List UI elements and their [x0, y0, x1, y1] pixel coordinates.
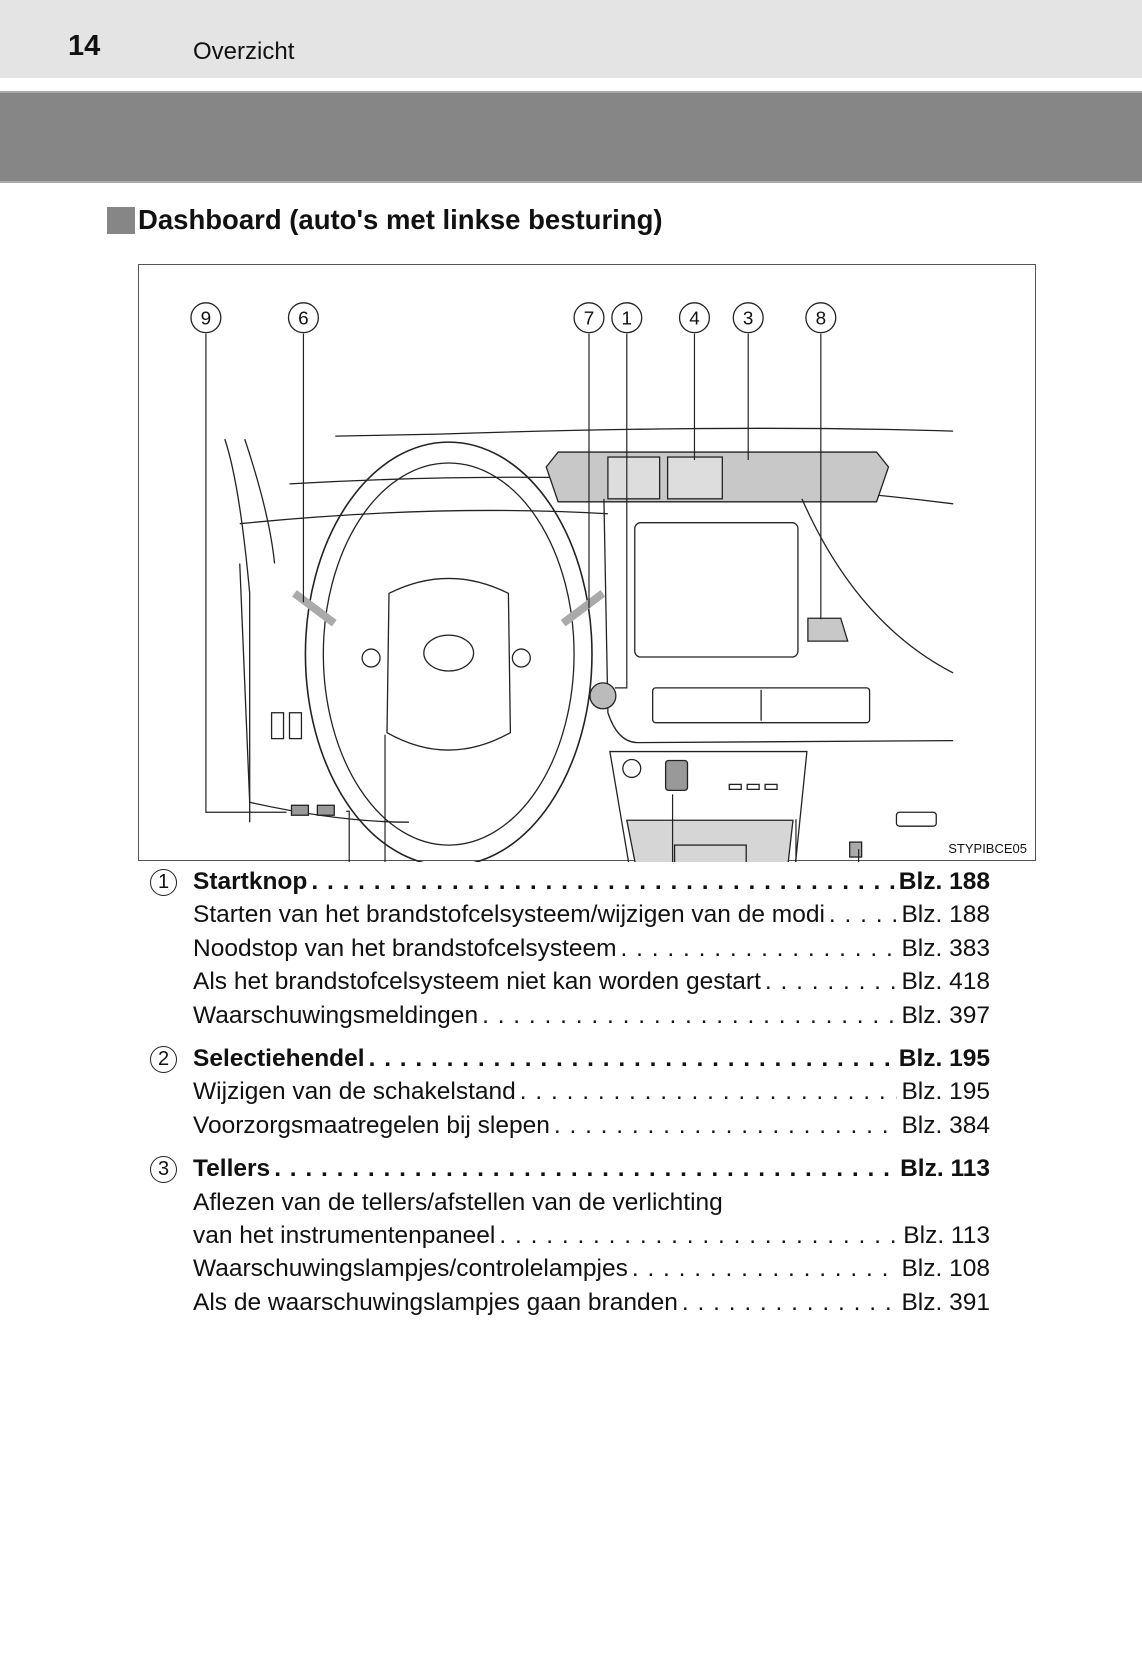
- entry-label: Aflezen van de tellers/afstellen van de …: [193, 1188, 723, 1216]
- page-reference[interactable]: Blz. 195: [898, 1044, 990, 1072]
- callout-circle: [805, 302, 837, 334]
- reference-entry: Starten van het brandstofcelsysteem/wijz…: [150, 898, 990, 931]
- dot-leader: [554, 1109, 898, 1142]
- entry-label: Wijzigen van de schakelstand: [193, 1078, 516, 1106]
- reference-entry-main: 1 Startknop Blz. 188: [150, 865, 990, 898]
- header-divider-band: [0, 91, 1142, 183]
- page-reference[interactable]: Blz. 397: [901, 1001, 990, 1029]
- entry-title: Tellers: [193, 1155, 271, 1183]
- reference-entry: Waarschuwingslampjes/controlelampjes Blz.…: [150, 1252, 990, 1285]
- entry-label: Waarschuwingsmeldingen: [193, 1001, 479, 1029]
- page-reference[interactable]: Blz. 391: [901, 1288, 990, 1316]
- reference-entry-main: 2 Selectiehendel Blz. 195: [150, 1042, 990, 1075]
- reference-entry: Aflezen van de tellers/afstellen van de …: [150, 1186, 990, 1219]
- callout-number: 3: [743, 309, 754, 330]
- reference-entry: van het instrumentenpaneel Blz. 113: [150, 1219, 990, 1252]
- leader-lines: [205, 333, 860, 862]
- section-title: Overzicht: [193, 38, 295, 65]
- callout-number: 7: [584, 309, 595, 330]
- dot-leader: [621, 932, 898, 965]
- reference-entry: Noodstop van het brandstofcelsysteem Blz.…: [150, 932, 990, 965]
- item-number-badge: 1: [150, 869, 177, 896]
- callout-circle: [287, 302, 320, 334]
- entry-label: Starten van het brandstofcelsysteem/wijz…: [193, 901, 825, 929]
- dot-leader: [482, 999, 897, 1032]
- callout-number: 9: [201, 309, 212, 330]
- reference-entry-main: 3 Tellers Blz. 113: [150, 1152, 990, 1185]
- entry-label: Waarschuwingslampjes/controlelampjes: [193, 1255, 628, 1283]
- page-reference[interactable]: Blz. 108: [901, 1255, 990, 1283]
- entry-title: Selectiehendel: [193, 1044, 365, 1072]
- dot-leader: [632, 1252, 898, 1285]
- entry-title: Startknop: [193, 868, 308, 895]
- steering-wheel: [304, 441, 593, 862]
- page-reference[interactable]: Blz. 188: [901, 901, 990, 929]
- center-display: [634, 522, 799, 658]
- page-reference[interactable]: Blz. 418: [901, 968, 990, 996]
- callout-circle: [732, 302, 764, 334]
- item-number-badge: 2: [150, 1045, 177, 1073]
- reference-entry: Voorzorgsmaatregelen bij slepen Blz. 384: [150, 1109, 990, 1142]
- air-vents: [652, 687, 871, 724]
- callout-number: 6: [298, 309, 309, 330]
- page-header-band: [0, 0, 1142, 78]
- entry-label: Noodstop van het brandstofcelsysteem: [193, 934, 617, 962]
- shift-lever: [664, 759, 689, 792]
- entry-label: Voorzorgsmaatregelen bij slepen: [193, 1111, 550, 1139]
- entry-label: van het instrumentenpaneel: [193, 1221, 496, 1249]
- page-number: 14: [68, 30, 101, 62]
- callout-circle: [573, 302, 605, 334]
- dot-leader: [682, 1286, 898, 1319]
- page-reference[interactable]: Blz. 113: [903, 1221, 990, 1249]
- callout-number: 1: [622, 309, 633, 330]
- entry-label: Als het brandstofcelsysteem niet kan wor…: [193, 968, 761, 996]
- reference-entry: Waarschuwingsmeldingen Blz. 397: [150, 999, 990, 1032]
- page-heading: Dashboard (auto's met linkse besturing): [138, 204, 663, 235]
- dot-leader: [274, 1152, 896, 1185]
- dot-leader: [765, 965, 898, 998]
- reference-entry: Wijzigen van de schakelstand Blz. 195: [150, 1075, 990, 1108]
- page-reference[interactable]: Blz. 384: [901, 1111, 990, 1139]
- callout-number: 4: [689, 309, 700, 330]
- dot-leader: [369, 1042, 895, 1075]
- callouts-top: 9 6 7 1 4 3 8: [190, 302, 837, 334]
- reference-entry: Als de waarschuwingslampjes gaan branden…: [150, 1286, 990, 1319]
- item-number-badge: 3: [150, 1156, 177, 1184]
- center-console: [626, 819, 794, 862]
- page-reference[interactable]: Blz. 188: [898, 868, 990, 895]
- heading-marker-square: [107, 207, 135, 234]
- entry-label: Als de waarschuwingslampjes gaan branden: [193, 1288, 678, 1316]
- dot-leader: [829, 898, 898, 931]
- callout-circle: [190, 302, 222, 334]
- page-reference[interactable]: Blz. 383: [901, 934, 990, 962]
- start-button: [589, 682, 617, 710]
- dot-leader: [520, 1075, 898, 1108]
- dot-leader: [311, 865, 894, 898]
- page-reference[interactable]: Blz. 113: [900, 1155, 990, 1183]
- callout-number: 8: [816, 309, 827, 330]
- reference-entry: Als het brandstofcelsysteem niet kan wor…: [150, 965, 990, 998]
- dot-leader: [499, 1219, 899, 1252]
- callout-circle: [611, 302, 643, 334]
- page-reference[interactable]: Blz. 195: [901, 1078, 990, 1106]
- figure-code: STYPIBCE05: [948, 841, 1027, 856]
- callout-circle: [678, 302, 711, 334]
